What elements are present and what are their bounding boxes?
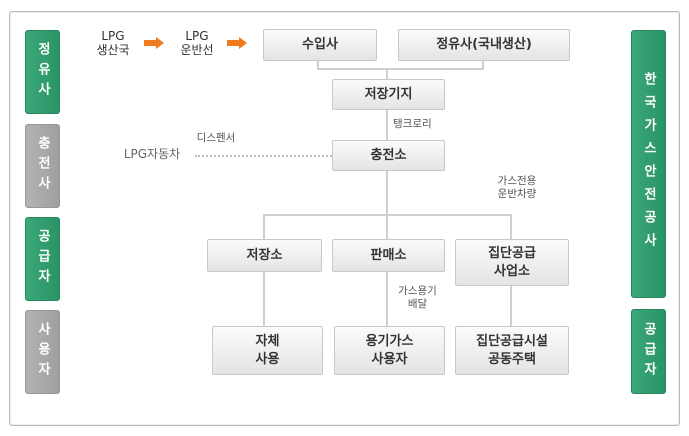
connector-line [482,59,484,69]
connector-line [510,214,512,239]
side-right-supplier: 공급자 [631,309,666,394]
gas-transport-label: 가스전용 운반차량 [497,175,537,200]
connector-line [317,59,319,69]
side-left-charging: 충전사 [25,124,60,208]
charging-station-box: 충전소 [332,140,445,171]
arrow-right-icon [144,37,164,49]
lpg-car-label: LPG자동차 [123,147,181,161]
storage-base-box: 저장기지 [332,79,445,110]
cylinder-user-box: 용기가스 사용자 [334,326,445,375]
group-supply-box: 집단공급 사업소 [455,239,569,286]
storage-box: 저장소 [207,239,322,272]
dotted-connector [195,155,332,157]
connector-line [510,284,512,326]
connector-line [386,169,388,215]
dispenser-label: 디스펜서 [196,132,236,144]
side-left-refinery: 정유사 [25,30,60,114]
connector-line [317,68,484,70]
lpg-producer-label: LPG 생산국 [96,29,130,57]
lpg-carrier-label: LPG 운반선 [180,29,214,57]
refinery-box: 정유사(국내생산) [398,29,570,61]
connector-line [386,270,388,326]
connector-line [386,108,388,140]
tank-lorry-label: 탱크로리 [393,118,432,130]
connector-line [386,214,388,239]
importer-box: 수입사 [263,29,377,61]
connector-line [263,214,265,239]
connector-line [263,270,265,326]
connector-line [386,68,388,79]
sales-box: 판매소 [332,239,445,272]
self-use-box: 자체 사용 [212,326,323,375]
side-right-kgs: 한국가스안전공사 [631,30,666,298]
group-facility-box: 집단공급시설 공동주택 [455,326,569,375]
side-left-user: 사용자 [25,310,60,394]
cylinder-delivery-label: 가스용기 배달 [398,285,437,310]
arrow-right-icon [227,37,247,49]
side-left-supplier: 공급자 [25,217,60,301]
